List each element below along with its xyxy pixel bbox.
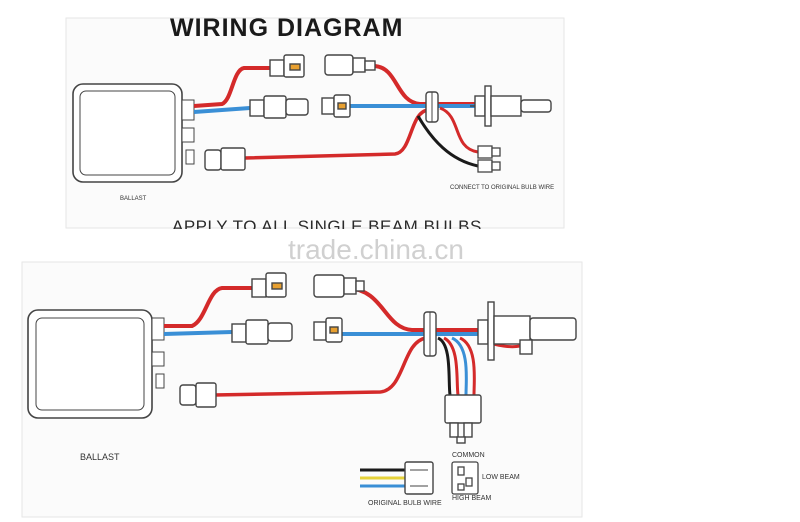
top-grommet (425, 91, 439, 123)
bottom-red-wire-power (213, 336, 427, 397)
top-connector-1 (269, 54, 305, 78)
bottom-connector-3 (231, 319, 293, 345)
top-red-wire-ballast (193, 66, 270, 108)
bottom-black-wire (437, 336, 452, 396)
bottom-hid-bulb (477, 301, 577, 361)
bottom-red-wire-relay (443, 336, 460, 396)
original-bulb-wire-legend (360, 461, 434, 495)
h4-pin-diagram (451, 461, 479, 495)
top-ballast (72, 83, 195, 183)
label-high-beam: HIGH BEAM (452, 495, 492, 502)
bottom-connector-1 (251, 272, 287, 298)
top-power-connector (204, 147, 246, 171)
top-connector-4 (321, 94, 351, 118)
label-common: COMMON (452, 452, 485, 459)
label-ballast-top: BALLAST (120, 196, 147, 202)
top-hid-bulb (470, 85, 552, 127)
top-red-wire-power (244, 108, 429, 160)
top-bulb-plug (477, 145, 501, 173)
top-connector-3 (249, 95, 309, 119)
bottom-ballast (27, 309, 165, 419)
bottom-red-wire-ballast (164, 286, 252, 328)
bottom-red-wire-relay-2 (459, 336, 476, 396)
bottom-blue-wire-ballast (163, 330, 233, 336)
diagram-title: WIRING DIAGRAM (170, 14, 404, 42)
label-original-bulb-wire: ORIGINAL BULB WIRE (368, 500, 442, 507)
bottom-connector-4 (313, 317, 343, 343)
bottom-power-connector (179, 382, 217, 408)
top-red-wire-relay (439, 106, 479, 154)
diagram-subtitle: APPLY TO ALL SINGLE BEAM BULBS (172, 217, 482, 229)
watermark: trade.china.cn (288, 234, 464, 265)
top-black-wire (416, 115, 479, 168)
label-low-beam: LOW BEAM (482, 474, 520, 481)
top-blue-wire-ballast (193, 106, 251, 114)
label-connect-note: CONNECT TO ORIGINAL BULB WIRE (450, 185, 555, 191)
top-red-wire-bulb (374, 64, 475, 106)
bottom-grommet (423, 311, 437, 357)
bottom-relay-plug (444, 394, 482, 444)
bottom-blue-wire-relay (451, 336, 468, 396)
label-ballast-bottom: BALLAST (80, 452, 120, 462)
bottom-connector-2 (313, 274, 365, 298)
top-connector-2 (324, 54, 376, 76)
